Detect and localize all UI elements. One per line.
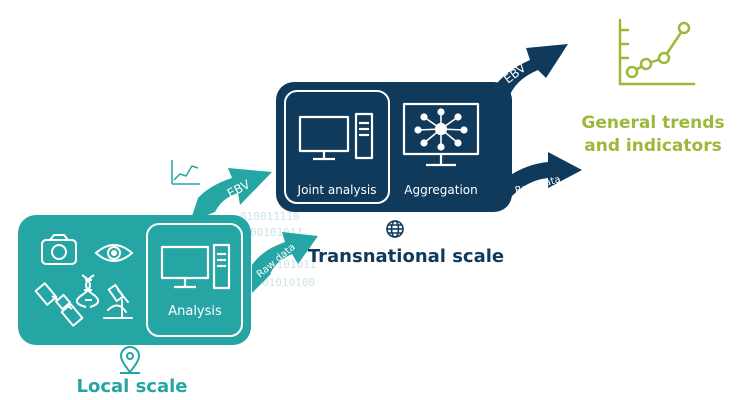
transnational-scale-box	[276, 82, 512, 212]
transnational-scale-caption: Transnational scale	[308, 246, 504, 267]
location-pin-icon	[119, 346, 141, 374]
transnational-scale-group: Joint analysis	[276, 82, 512, 212]
local-scale-group: Analysis	[18, 215, 251, 345]
eye-icon	[94, 244, 134, 262]
line-chart-icon	[618, 18, 696, 86]
local-analysis-label: Analysis	[168, 304, 222, 319]
output-title-line2: and indicators	[584, 136, 721, 156]
trans-raw-arrow: Raw data	[506, 152, 582, 200]
trend-chart-icon	[171, 160, 200, 185]
network-monitor-icon	[402, 102, 480, 167]
joint-analysis-label: Joint analysis	[297, 183, 377, 197]
computer-icon	[160, 243, 231, 290]
binary-text-4: 0101011	[270, 258, 316, 271]
local-scale-caption: Local scale	[77, 376, 188, 397]
trans-ebv-arrow: EBV	[488, 44, 568, 100]
binary-text-1: 010011110	[240, 210, 300, 223]
globe-icon	[386, 220, 404, 238]
joint-analysis-panel	[284, 90, 390, 204]
local-ebv-arrow: EBV	[190, 168, 272, 222]
output-title-line1: General trends	[581, 113, 724, 133]
satellite-icon	[34, 282, 84, 327]
dna-icon	[75, 274, 100, 308]
computer-icon	[298, 112, 374, 161]
local-scale-box	[18, 215, 251, 345]
binary-text-5: 01010100	[262, 276, 315, 289]
local-analysis-panel	[146, 223, 243, 337]
camera-icon	[41, 234, 77, 265]
aggregation-label: Aggregation	[404, 183, 477, 197]
microscope-icon	[103, 283, 133, 319]
